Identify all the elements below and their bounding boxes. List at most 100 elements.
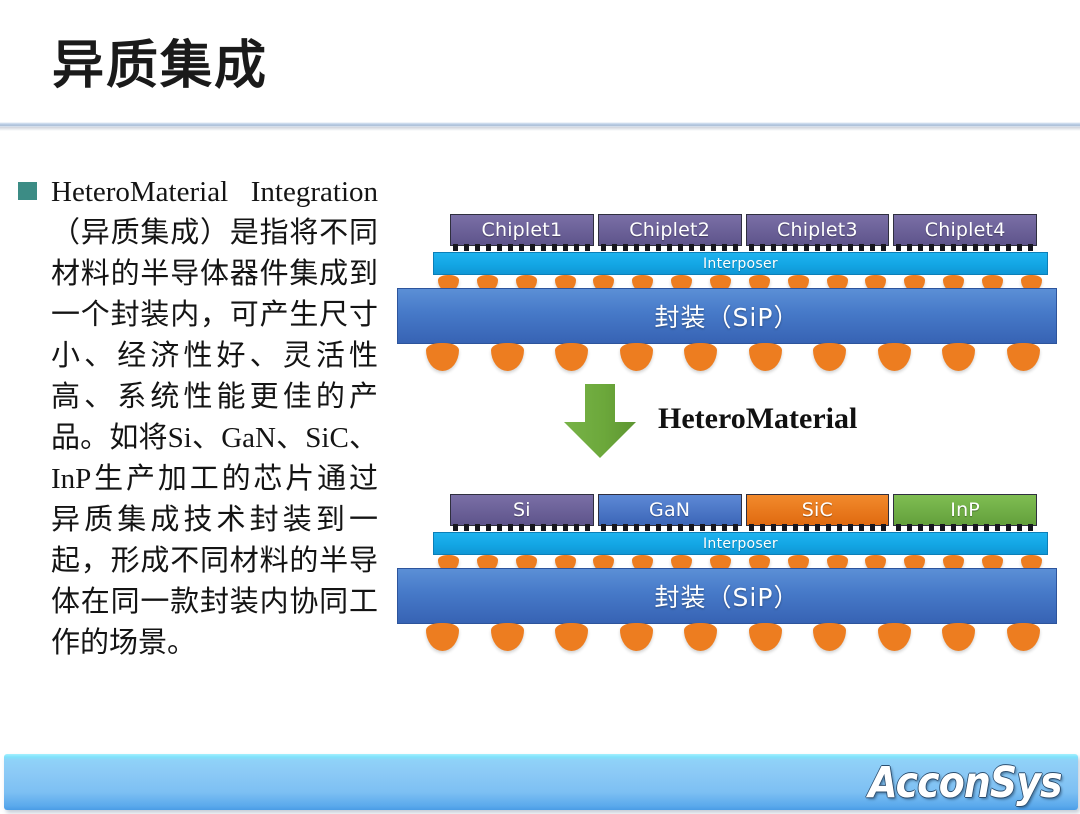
solder-ball <box>826 555 848 572</box>
microbump-array-icon <box>748 244 887 251</box>
solder-ball <box>877 343 911 371</box>
microbump-array-icon <box>896 524 1034 531</box>
solder-ball <box>1020 275 1042 292</box>
chip-label: Chiplet4 <box>924 219 1006 241</box>
solder-ball <box>476 555 498 572</box>
solder-ball <box>554 555 576 572</box>
chip-block-chiplet3[interactable]: Chiplet3 <box>745 214 890 251</box>
solder-ball <box>710 555 732 572</box>
solder-ball <box>593 275 615 292</box>
chip-block-sic[interactable]: SiC <box>745 494 890 531</box>
chip-block-gan[interactable]: GaN <box>597 494 742 531</box>
solder-ball <box>787 555 809 572</box>
chip-block-si[interactable]: Si <box>450 494 594 531</box>
chip-label: Chiplet1 <box>481 219 563 241</box>
solder-ball <box>1020 555 1042 572</box>
solder-ball <box>826 275 848 292</box>
solder-ball <box>942 623 976 651</box>
chip-label: SiC <box>801 499 833 521</box>
solder-ball <box>813 623 847 651</box>
solder-ball <box>554 275 576 292</box>
bottom-chip-row: Si GaN SiC InP <box>450 494 1037 531</box>
title-divider-shadow <box>0 127 1080 131</box>
solder-ball <box>748 555 770 572</box>
solder-ball <box>710 275 732 292</box>
package-sip-bottom[interactable]: 封装（SiP） <box>397 568 1057 624</box>
chip-label: GaN <box>649 499 691 521</box>
package-label: 封装（SiP） <box>654 583 800 612</box>
solder-ball <box>476 275 498 292</box>
page-title: 异质集成 <box>52 36 269 96</box>
chip-block-chiplet2[interactable]: Chiplet2 <box>597 214 742 251</box>
chip-block-inp[interactable]: InP <box>893 494 1037 531</box>
solder-ball <box>877 623 911 651</box>
solder-ball <box>684 343 718 371</box>
interposer-layer-top[interactable]: Interposer <box>433 252 1048 275</box>
microbump-array-icon <box>600 244 739 251</box>
solder-ball <box>865 555 887 572</box>
solder-ball <box>438 275 459 292</box>
solder-ball <box>619 343 653 371</box>
arrow-down-icon <box>564 384 636 458</box>
solder-ball <box>1006 343 1040 371</box>
interposer-label: Interposer <box>703 255 778 272</box>
footer-bar <box>4 754 1078 810</box>
transition-label: HeteroMaterial <box>658 402 858 435</box>
solder-ball <box>787 275 809 292</box>
solder-ball <box>515 275 537 292</box>
solder-ball <box>490 623 524 651</box>
brand-logo: AcconSys <box>868 758 1063 808</box>
solder-ball <box>813 343 847 371</box>
solder-ball <box>671 555 693 572</box>
heterogeneous-integration-diagram: Chiplet1 Chiplet2 Chiplet3 Chiplet4 Inte <box>390 200 1070 670</box>
solder-ball <box>490 343 524 371</box>
top-chip-row: Chiplet1 Chiplet2 Chiplet3 Chiplet4 <box>450 214 1037 251</box>
solder-ball-row-upper-bottom <box>438 555 1042 572</box>
solder-ball <box>943 555 965 572</box>
solder-ball <box>942 343 976 371</box>
body-paragraph: HeteroMaterial Integration（异质集成）是指将不同材料的… <box>51 176 378 659</box>
solder-ball <box>865 275 887 292</box>
solder-ball <box>684 623 718 651</box>
solder-ball <box>619 623 653 651</box>
microbump-array-icon <box>748 524 887 531</box>
interposer-label: Interposer <box>703 535 778 552</box>
package-sip-top[interactable]: 封装（SiP） <box>397 288 1057 344</box>
chip-block-chiplet1[interactable]: Chiplet1 <box>450 214 594 251</box>
package-label: 封装（SiP） <box>654 303 800 332</box>
solder-ball <box>748 343 782 371</box>
chip-label: Chiplet2 <box>629 219 710 241</box>
microbump-array-icon <box>453 524 591 531</box>
solder-ball <box>426 623 459 651</box>
solder-ball <box>515 555 537 572</box>
interposer-layer-bottom[interactable]: Interposer <box>433 532 1048 555</box>
title-divider <box>0 122 1080 127</box>
solder-ball <box>904 275 926 292</box>
microbump-array-icon <box>896 244 1034 251</box>
solder-ball <box>438 555 459 572</box>
body-bullet-block: HeteroMaterial Integration（异质集成）是指将不同材料的… <box>18 172 378 664</box>
chip-block-chiplet4[interactable]: Chiplet4 <box>893 214 1037 251</box>
transition-group: HeteroMaterial <box>390 382 1070 462</box>
solder-ball-row-upper-top <box>438 275 1042 292</box>
solder-ball <box>671 275 693 292</box>
solder-ball <box>982 275 1004 292</box>
microbump-array-icon <box>600 524 739 531</box>
solder-ball <box>555 623 589 651</box>
microbump-array-icon <box>453 244 591 251</box>
solder-ball-row-lower-top <box>426 343 1040 371</box>
solder-ball <box>748 623 782 651</box>
solder-ball-row-lower-bottom <box>426 623 1040 651</box>
bullet-square-icon <box>18 182 37 200</box>
solder-ball <box>632 555 654 572</box>
solder-ball <box>555 343 589 371</box>
chip-label: Si <box>513 499 531 521</box>
solder-ball <box>426 343 459 371</box>
solder-ball <box>593 555 615 572</box>
chip-label: Chiplet3 <box>776 219 858 241</box>
chip-label: InP <box>950 499 980 521</box>
slide-footer: AcconSys <box>0 752 1080 814</box>
bottom-stack: Si GaN SiC InP Interposer <box>390 480 1070 652</box>
top-stack: Chiplet1 Chiplet2 Chiplet3 Chiplet4 Inte <box>390 200 1070 372</box>
